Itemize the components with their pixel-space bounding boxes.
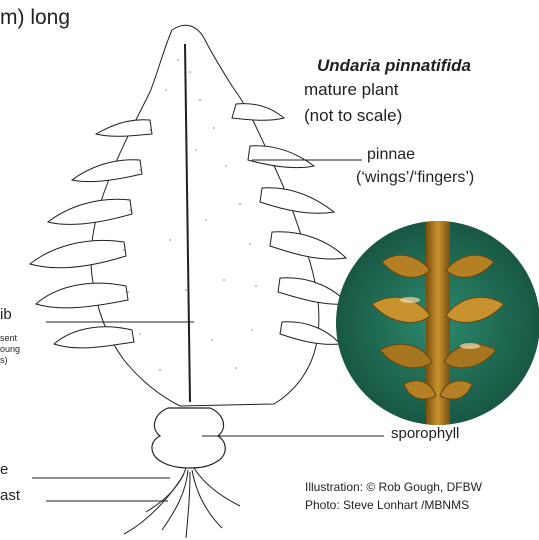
illustration-credit: Illustration: © Rob Gough, DFBW [305,480,482,494]
pinnae-sub-label: (‘wings’/‘fingers’) [356,169,474,187]
species-line-mature: mature plant [304,80,399,100]
midrib-note-2: oung [0,344,20,355]
midrib-label: ib [0,306,12,323]
length-caption: m) long [0,6,70,30]
holdfast-label: ast [0,487,20,504]
sporophyll-frills [152,408,225,468]
stipe-label: e [0,461,8,478]
sporophyll-photo [336,205,539,435]
midrib-note-3: s) [0,355,8,366]
photo-credit: Photo: Steve Lonhart /MBNMS [305,498,469,512]
pinnae-label: pinnae [367,146,415,164]
midrib-note-1: sent [0,333,17,344]
species-name: Undaria pinnatifida [317,56,471,76]
sporophyll-label: sporophyll [391,425,459,442]
species-line-scale: (not to scale) [304,106,402,126]
